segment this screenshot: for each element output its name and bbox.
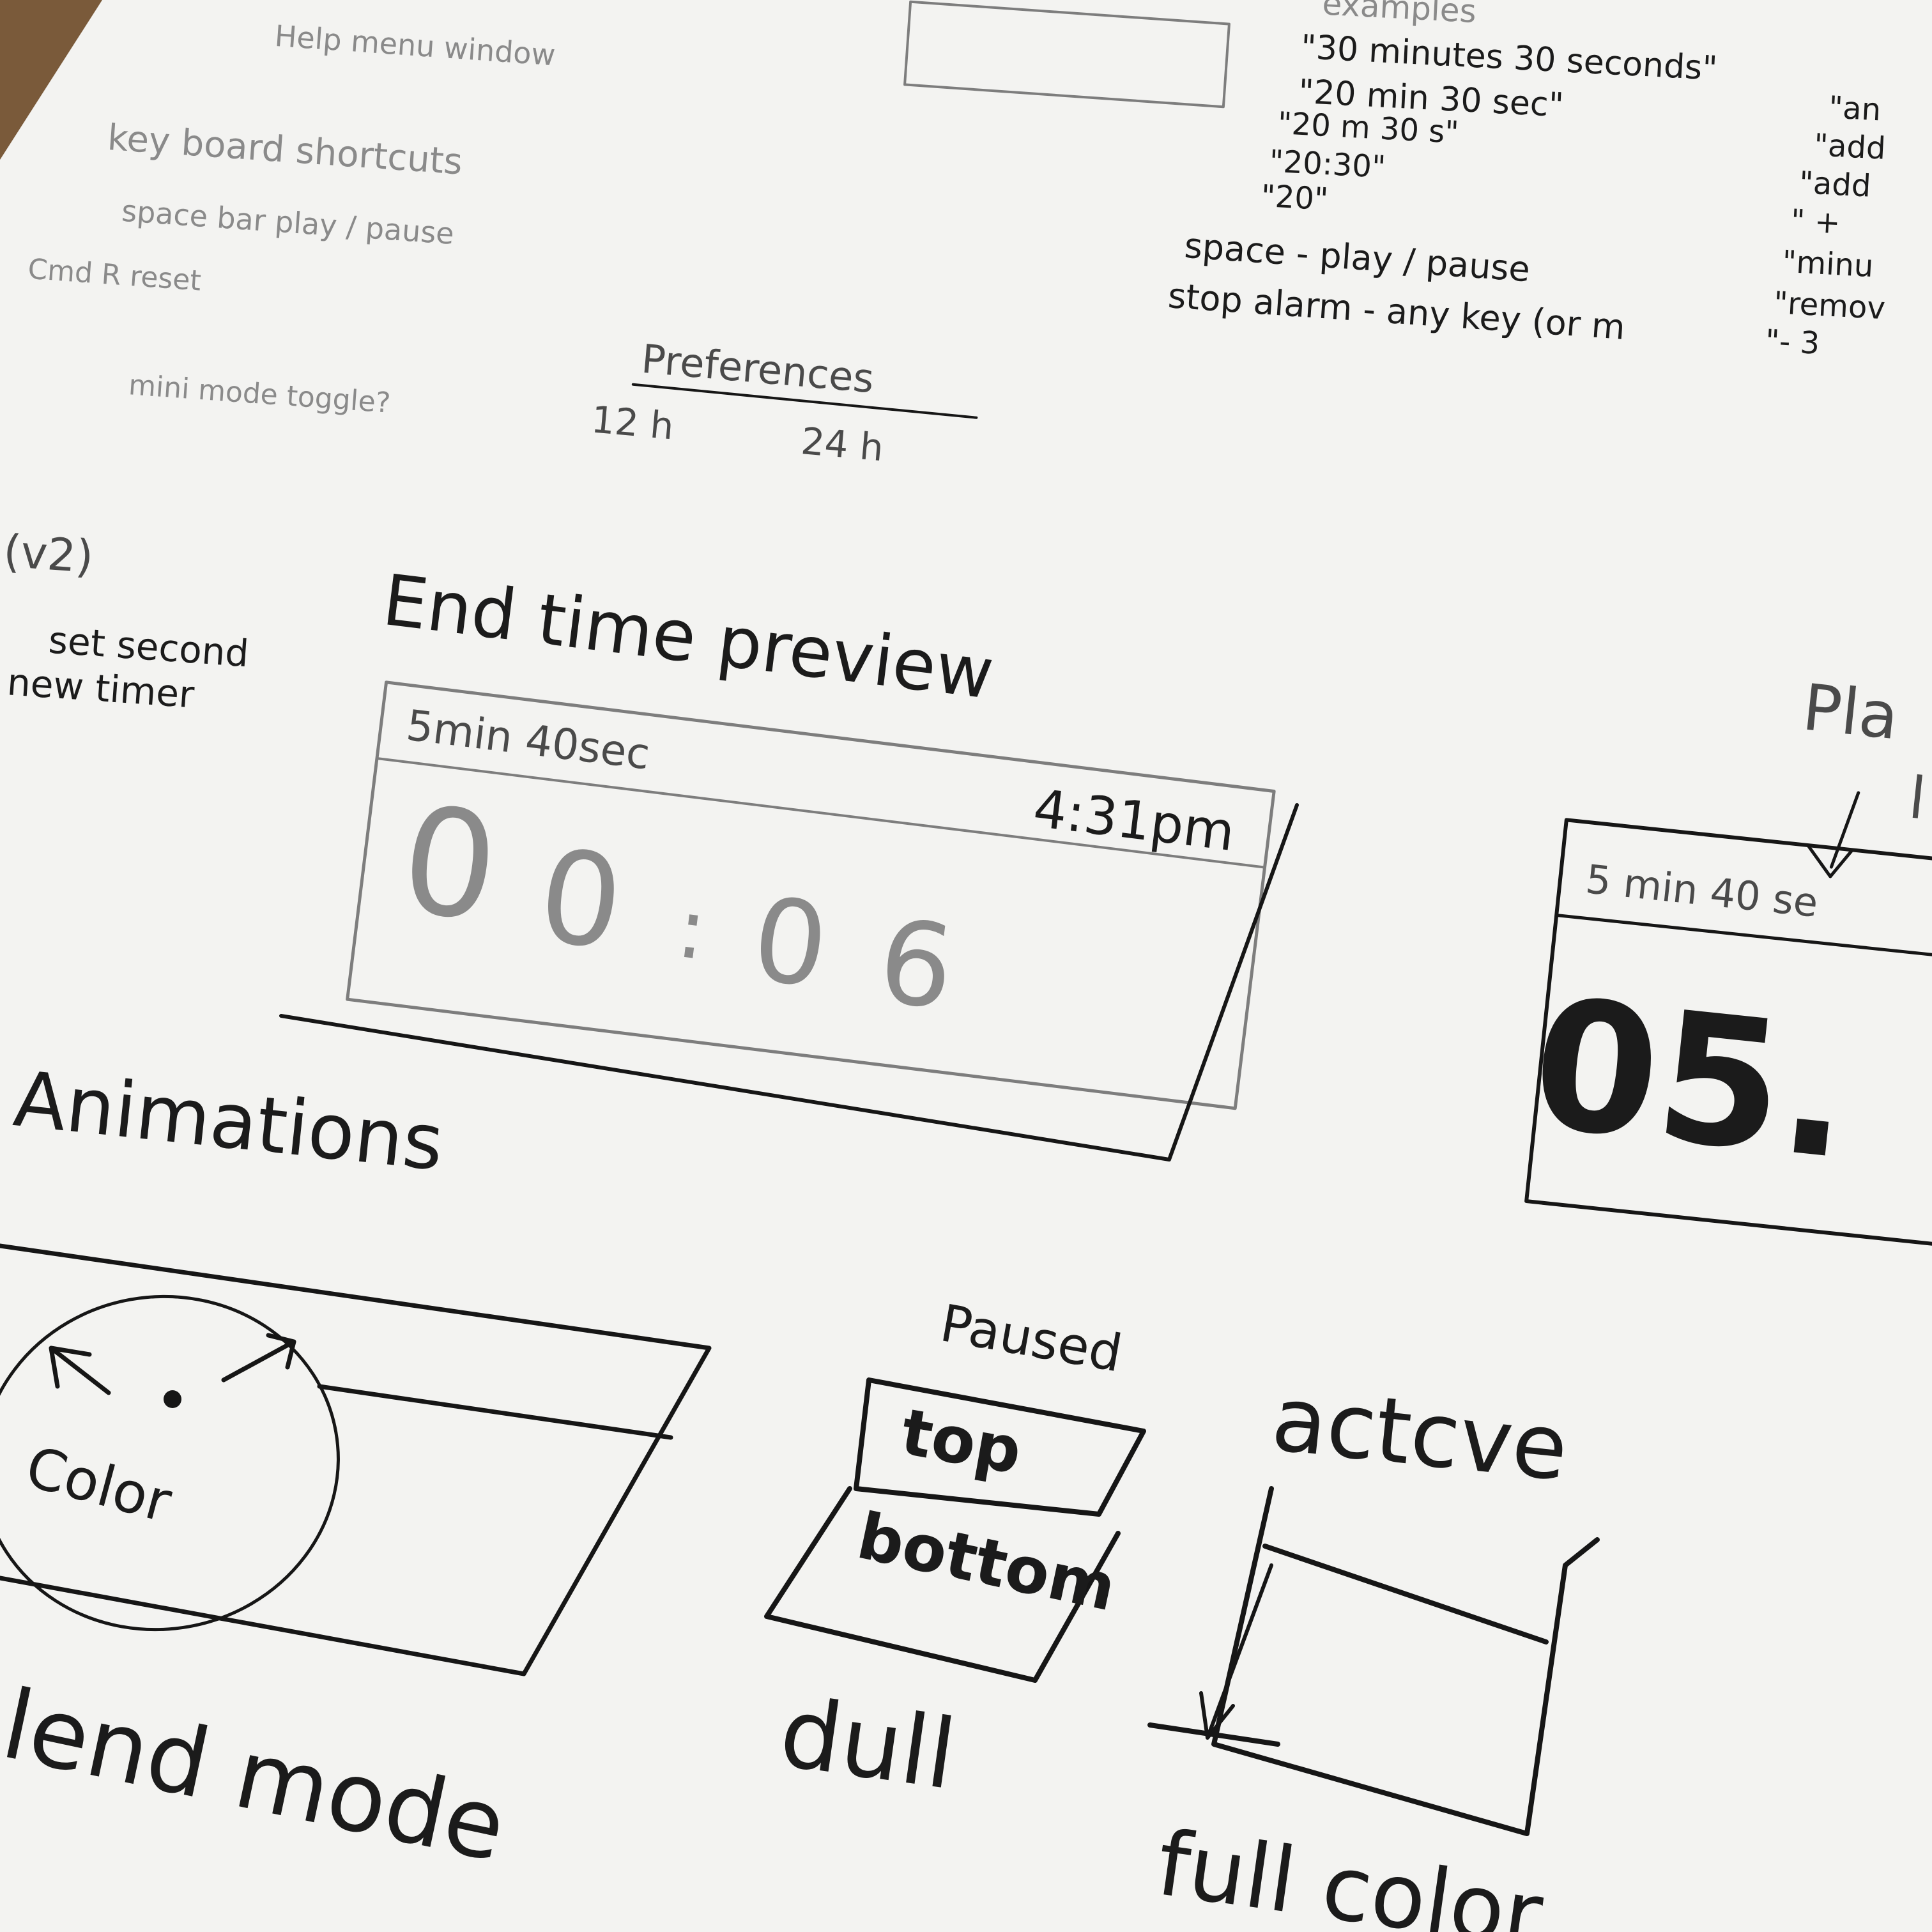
- end-time-window-ink-outline: [279, 803, 1299, 1162]
- end-time-digit-1: 0: [393, 774, 507, 955]
- play-arrow: [1806, 791, 1860, 878]
- blend-window-divider: [317, 1384, 673, 1440]
- example-right-3: "add: [1798, 165, 1872, 204]
- play-window-frame: [1524, 818, 1932, 1250]
- preferences-block: Preferences 12 h 24 h: [590, 335, 978, 470]
- color-arrow-left: [49, 1346, 111, 1395]
- end-time-digit-2: 0: [532, 822, 631, 979]
- active-divider: [1262, 1544, 1549, 1644]
- end-time-digit-3: 0: [746, 873, 834, 1014]
- paused-top-box: [854, 1377, 1146, 1517]
- blend-window-outline: [0, 1243, 712, 1676]
- end-time-window-frame: [346, 680, 1276, 1110]
- active-arrow: [1199, 1563, 1273, 1740]
- preferences-underline: [631, 383, 978, 419]
- end-time-window-divider: [375, 757, 1266, 869]
- v2-label: (v2): [2, 525, 95, 583]
- example-line-5: "20": [1260, 178, 1329, 217]
- play-digits: 05.: [1524, 960, 1860, 1200]
- play-window-divider: [1554, 914, 1932, 964]
- example-right-7: "- 3: [1765, 323, 1821, 361]
- example-right-5: "minu: [1781, 244, 1874, 284]
- faint-window-sketch: [903, 0, 1230, 109]
- active-base-line: [1147, 1722, 1280, 1747]
- paused-footer-label: dull: [774, 1677, 962, 1811]
- play-heading: Pla: [1799, 670, 1902, 754]
- active-box: [1211, 1486, 1600, 1836]
- example-right-4: " +: [1790, 203, 1841, 241]
- example-right-6: "remov: [1773, 285, 1887, 326]
- example-right-1: "an: [1828, 89, 1882, 128]
- example-line-4: "20:30": [1268, 143, 1386, 185]
- preferences-option-12h: 12 h: [590, 397, 675, 448]
- color-circle-center: [164, 1390, 181, 1408]
- preferences-option-24h: 24 h: [799, 419, 885, 470]
- color-arrow-right: [221, 1333, 296, 1383]
- end-time-digit-4: 6: [871, 894, 960, 1036]
- paused-bottom-box: [764, 1486, 1121, 1683]
- color-circle: [0, 1294, 340, 1632]
- example-right-2: "add: [1813, 127, 1887, 167]
